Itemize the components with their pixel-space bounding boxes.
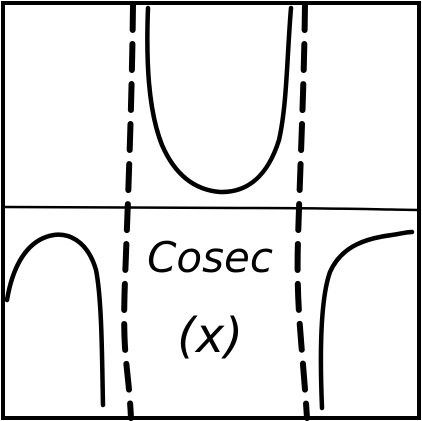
label-line-2: (x)	[177, 308, 243, 364]
label-line-1: Cosec	[147, 233, 273, 282]
upper-curve-branch	[145, 5, 294, 195]
lower-right-curve-branch	[318, 229, 415, 411]
lower-left-curve-branch	[4, 232, 106, 408]
asymptote-left	[121, 1, 136, 421]
x-axis-line	[2, 205, 420, 212]
asymptote-right	[294, 1, 310, 421]
